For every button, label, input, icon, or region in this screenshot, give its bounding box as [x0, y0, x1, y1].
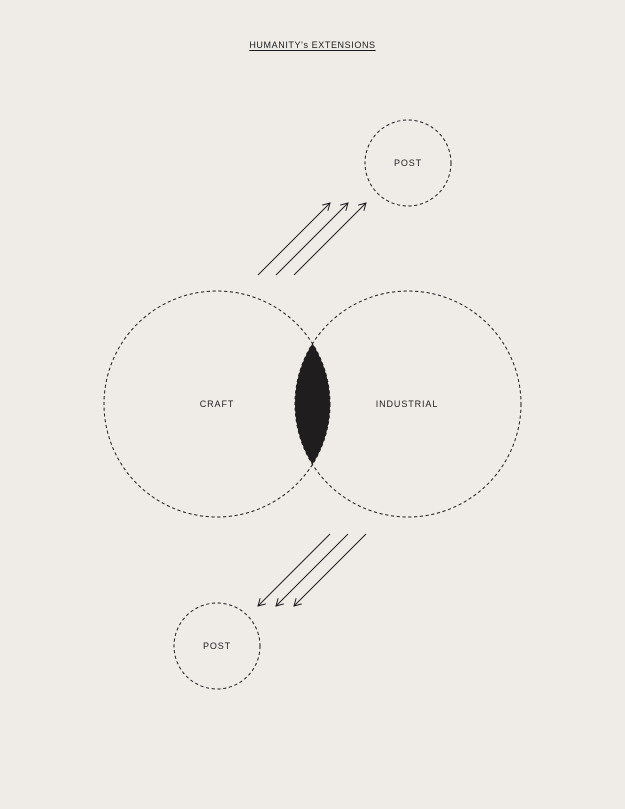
craft-label: CRAFT: [200, 399, 235, 409]
craft-circle: [103, 290, 331, 518]
post-bottom-label: POST: [203, 641, 231, 651]
post-top-label: POST: [394, 158, 422, 168]
arrow-down-left-2: [275, 533, 349, 607]
diagram-title: HUMANITY's EXTENSIONS: [249, 40, 376, 50]
industrial-circle: [294, 290, 522, 518]
post-bottom-circle: [173, 602, 261, 690]
arrow-down-left-3: [293, 533, 367, 607]
arrow-up-right-2: [275, 202, 349, 276]
arrow-down-left-1: [257, 533, 331, 607]
arrow-up-right-3: [293, 202, 367, 276]
post-top-circle: [364, 119, 452, 207]
industrial-label: INDUSTRIAL: [376, 399, 439, 409]
arrow-up-right-1: [257, 202, 331, 276]
